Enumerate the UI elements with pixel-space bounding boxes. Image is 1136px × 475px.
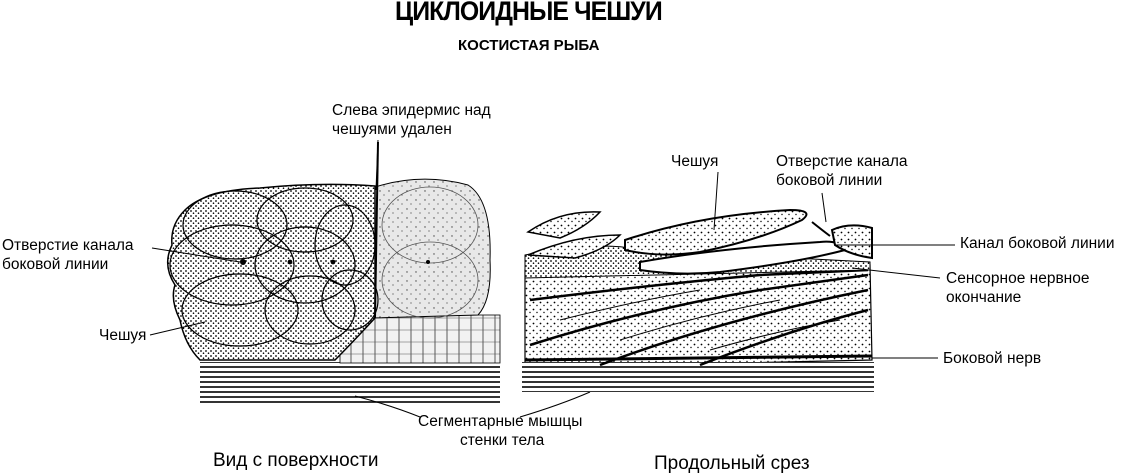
section-view-drawing (522, 208, 874, 392)
leader-left-scale (149, 321, 206, 336)
leader-epidermis (375, 139, 379, 191)
diagram-subtitle: КОСТИСТАЯ РЫБА (458, 37, 600, 54)
caption-longitudinal-section: Продольный срез (654, 453, 810, 474)
label-left-scale: Чешуя (99, 327, 147, 344)
leader-right-canal-opening (821, 192, 827, 223)
label-segmental-muscles-2: стенки тела (460, 432, 545, 449)
label-left-canal-opening-2: боковой линии (2, 256, 109, 273)
label-epidermis-removed-2: чешуями удален (332, 121, 452, 138)
label-sensory-ending-1: Сенсорное нервное (946, 270, 1090, 287)
leader-sensory-ending (851, 267, 941, 279)
label-lateral-nerve: Боковой нерв (943, 350, 1042, 367)
canal-opening-dot (240, 259, 246, 265)
diagram-title: ЦИКЛОИДНЫЕ ЧЕШУИ (395, 0, 663, 26)
surface-view-drawing (166, 141, 501, 404)
muscle-stripes-left (200, 362, 500, 404)
label-sensory-ending-2: окончание (946, 289, 1022, 306)
scale-mass (166, 183, 376, 361)
leader-left-canal (151, 247, 241, 263)
label-right-canal-opening-2: боковой линии (776, 172, 883, 189)
muscle-stripes-right (522, 362, 874, 392)
leader-segmental-muscles (354, 391, 591, 418)
caption-surface-view: Вид с поверхности (213, 450, 379, 471)
label-right-scale: Чешуя (671, 153, 719, 170)
lateral-nerve-line (524, 354, 873, 362)
epidermis-area (371, 178, 491, 319)
label-right-canal-opening-1: Отверстие канала (776, 153, 908, 170)
label-segmental-muscles-1: Сегментарные мышцы (418, 413, 583, 430)
label-epidermis-removed-1: Слева эпидермис над (332, 102, 491, 119)
label-left-canal-opening-1: Отверстие канала (2, 237, 134, 254)
label-lateral-canal: Канал боковой линии (960, 235, 1115, 252)
leader-right-scale (713, 171, 719, 231)
